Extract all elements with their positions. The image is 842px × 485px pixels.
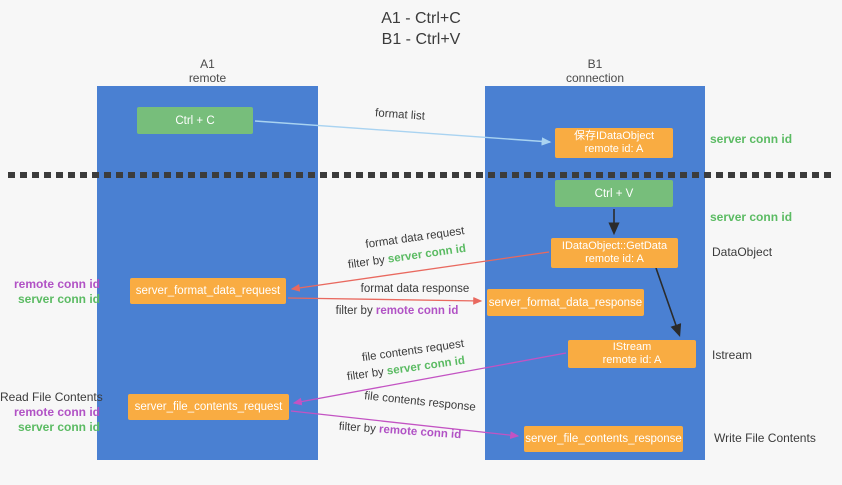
filter-by-text: filter by (335, 305, 373, 317)
write-file-contents-label: Write File Contents (714, 431, 816, 445)
getdata-remote-id: remote id: A (585, 253, 644, 265)
ctrl-c-node: Ctrl + C (137, 107, 253, 134)
istream-side-label: Istream (712, 348, 753, 362)
diagram-title: A1 - Ctrl+C B1 - Ctrl+V (0, 8, 842, 50)
read-file-contents-label: Read File Contents (0, 390, 103, 404)
server-conn-id-right-label-2: server conn id (710, 210, 793, 224)
remote-conn-id-text: remote conn id (375, 305, 459, 317)
filter-by-remote-conn-id-label-1: filter by remote conn id (332, 305, 462, 317)
server-file-contents-request-node: server_file_contents_request (128, 394, 289, 420)
filter-by-text: filter by (338, 420, 377, 436)
server-conn-id-right-label-1: server conn id (710, 132, 793, 146)
getdata-title: IDataObject::GetData (561, 240, 668, 252)
format-request-conn-ids: remote conn id server conn id (0, 277, 100, 307)
file-contents-response-arrow (290, 410, 520, 440)
file-request-conn-ids: Read File Contents remote conn id server… (0, 390, 103, 435)
title-line-2: B1 - Ctrl+V (381, 31, 461, 48)
server-conn-id-left-label-1: server conn id (17, 292, 100, 306)
idataobject-getdata-node: IDataObject::GetData remote id: A (551, 238, 678, 268)
server-format-data-response-node: server_format_data_response (487, 289, 644, 316)
istream-remote-id: remote id: A (602, 354, 662, 366)
lane-b1-subtitle: connection (565, 71, 625, 85)
lane-a1-subtitle: remote (188, 71, 227, 85)
server-conn-id-left-label-2: server conn id (17, 420, 100, 434)
format-data-response-label: format data response (360, 283, 470, 295)
istream-node: IStream remote id: A (568, 340, 696, 368)
remote-conn-id-left-label-2: remote conn id (13, 405, 100, 419)
getdata-to-istream-arrow (655, 267, 682, 338)
server-file-contents-response-node: server_file_contents_response (524, 426, 683, 452)
save-idataobject-title: 保存IDataObject (573, 130, 655, 142)
lane-header-a1: A1 remote (97, 57, 318, 85)
istream-title: IStream (612, 341, 652, 353)
lane-a1-name: A1 (200, 57, 215, 71)
file-contents-request-arrow (292, 352, 567, 406)
lane-b1-name: B1 (587, 57, 603, 71)
title-line-1: A1 - Ctrl+C (381, 10, 461, 27)
save-idataobject-node: 保存IDataObject remote id: A (555, 128, 673, 158)
format-data-response-arrow (287, 296, 483, 305)
format-data-request-arrow (290, 251, 550, 292)
ctrl-v-node: Ctrl + V (555, 180, 673, 207)
dataobject-label: DataObject (712, 245, 773, 259)
format-list-arrow (254, 120, 552, 146)
remote-conn-id-left-label-1: remote conn id (13, 277, 100, 291)
save-idataobject-remote-id: remote id: A (584, 143, 644, 155)
lane-header-b1: B1 connection (485, 57, 705, 85)
server-format-data-request-node: server_format_data_request (130, 278, 286, 304)
